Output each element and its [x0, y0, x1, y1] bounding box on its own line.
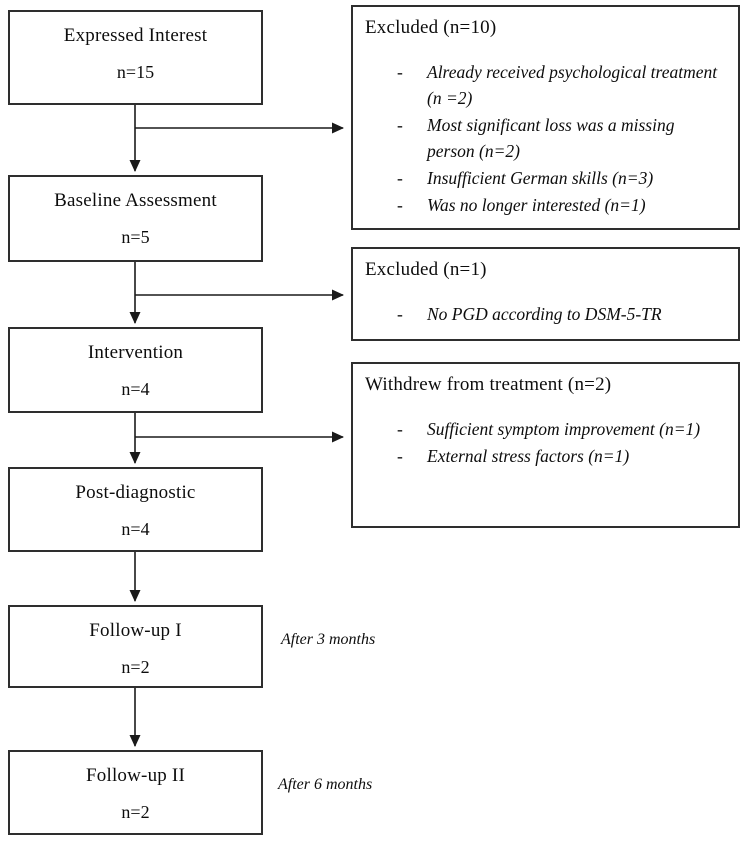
flow-box-count: n=4: [121, 379, 150, 399]
list-item: - External stress factors (n=1): [365, 443, 724, 469]
dash-bullet: -: [397, 168, 403, 188]
list-item-text: External stress factors (n=1): [427, 446, 630, 466]
list-item-text: Sufficient symptom improvement (n=1): [427, 419, 701, 439]
side-box-withdrew: Withdrew from treatment (n=2) - Sufficie…: [351, 362, 740, 528]
list-item: - Most significant loss was a missing pe…: [365, 112, 724, 164]
flow-box-count: n=15: [116, 62, 155, 82]
list-item: - Insufficient German skills (n=3): [365, 165, 724, 191]
annotation-after-6-months: After 6 months: [278, 776, 373, 793]
flow-box-follow-up-2: Follow-up II n=2: [8, 750, 263, 835]
side-box-title: Excluded (n=10): [365, 17, 497, 38]
side-box-title: Withdrew from treatment (n=2): [365, 374, 612, 395]
dash-bullet: -: [397, 62, 403, 82]
flow-box-label: Post-diagnostic: [75, 482, 196, 503]
side-box-title: Excluded (n=1): [365, 259, 487, 280]
flow-box-count: n=4: [121, 519, 150, 539]
flow-box-count: n=2: [121, 802, 150, 822]
list-item-text: No PGD according to DSM-5-TR: [427, 304, 662, 324]
dash-bullet: -: [397, 304, 403, 324]
flow-box-label: Intervention: [87, 342, 184, 363]
flow-box-expressed-interest: Expressed Interest n=15: [8, 10, 263, 105]
list-item-text: Was no longer interested (n=1): [427, 195, 646, 215]
dash-bullet: -: [397, 419, 403, 439]
exclusion-reason-list: - No PGD according to DSM-5-TR: [365, 301, 724, 327]
flow-box-label: Follow-up I: [89, 620, 182, 641]
list-item: - Sufficient symptom improvement (n=1): [365, 416, 724, 442]
flow-box-count: n=5: [121, 227, 150, 247]
exclusion-reason-list: - Already received psychological treatme…: [365, 59, 724, 218]
flow-box-intervention: Intervention n=4: [8, 327, 263, 413]
flow-box-label: Expressed Interest: [63, 25, 208, 46]
flow-box-post-diagnostic: Post-diagnostic n=4: [8, 467, 263, 552]
flow-box-label: Follow-up II: [86, 765, 185, 786]
list-item: - No PGD according to DSM-5-TR: [365, 301, 724, 327]
side-box-excluded-10: Excluded (n=10) - Already received psych…: [351, 5, 740, 230]
flow-box-follow-up-1: Follow-up I n=2: [8, 605, 263, 688]
flow-box-count: n=2: [121, 657, 150, 677]
withdrawal-reason-list: - Sufficient symptom improvement (n=1) -…: [365, 416, 724, 469]
flow-box-baseline-assessment: Baseline Assessment n=5: [8, 175, 263, 262]
annotation-after-3-months: After 3 months: [281, 631, 376, 648]
dash-bullet: -: [397, 115, 403, 135]
dash-bullet: -: [397, 195, 403, 215]
dash-bullet: -: [397, 446, 403, 466]
list-item-text: Most significant loss was a missing pers…: [427, 115, 675, 161]
list-item-text: Insufficient German skills (n=3): [427, 168, 654, 188]
list-item: - Was no longer interested (n=1): [365, 192, 724, 218]
side-box-excluded-1: Excluded (n=1) - No PGD according to DSM…: [351, 247, 740, 341]
list-item-text: Already received psychological treatment…: [427, 62, 718, 108]
flow-box-label: Baseline Assessment: [54, 190, 217, 211]
list-item: - Already received psychological treatme…: [365, 59, 724, 111]
